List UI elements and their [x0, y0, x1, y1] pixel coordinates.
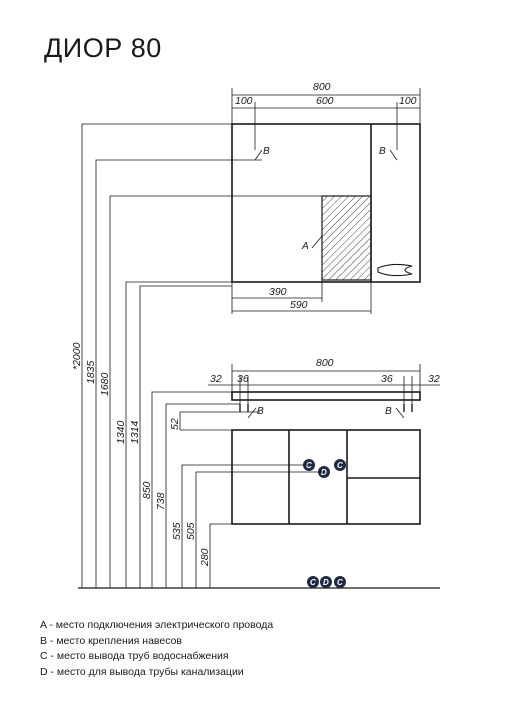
svg-text:D: D: [321, 468, 327, 477]
marker-b-vanity-right: B: [385, 406, 392, 417]
height-850-label: 850: [141, 481, 153, 499]
svg-text:C: C: [310, 578, 316, 587]
badge-c-floor-right: C: [334, 576, 346, 588]
vanity-edge-right-label: 32: [428, 373, 440, 385]
marker-b-vanity-left: B: [257, 406, 264, 417]
door-handle: [377, 263, 413, 277]
height-280-label: 280: [199, 548, 211, 567]
height-dimensions: [81, 123, 324, 588]
vanity-edge-left-label: 32: [210, 373, 222, 385]
svg-text:D: D: [323, 578, 329, 587]
mirror-cabinet: 800 100 600 100 B B A 390 590: [231, 81, 421, 314]
legend-item-d: D - место для вывода трубы канализации: [40, 665, 244, 678]
legend-item-c: C - место вывода труб водоснабжения: [40, 650, 229, 663]
svg-text:C: C: [337, 578, 343, 587]
height-1835-label: 1835: [85, 360, 97, 384]
height-1314-label: 1314: [129, 420, 141, 444]
vanity-hole-left-label: 36: [237, 373, 249, 385]
vanity-width-label: 800: [316, 357, 334, 369]
height-738-label: 738: [155, 492, 167, 510]
legend: A - место подключения электрического про…: [40, 618, 273, 680]
badge-c-body-right: C: [334, 459, 346, 471]
marker-a: A: [301, 241, 309, 252]
diagram-title: ДИОР 80: [44, 33, 162, 63]
height-52-label: 52: [169, 418, 181, 430]
marker-b-mirror-right: B: [379, 146, 386, 157]
mirror-left-margin-label: 100: [235, 95, 253, 107]
hatched-shelf: [321, 195, 372, 281]
legend-item-b: B - место крепления навесов: [40, 634, 183, 647]
svg-text:C: C: [306, 461, 312, 470]
height-1680-label: 1680: [99, 372, 111, 396]
height-535-label: 535: [171, 522, 183, 540]
mirror-center-label: 600: [316, 95, 334, 107]
height-505-label: 505: [185, 522, 197, 540]
legend-item-a: A - место подключения электрического про…: [40, 619, 274, 631]
svg-text:C: C: [337, 461, 343, 470]
vanity-hole-right-label: 36: [381, 373, 393, 385]
height-1340-label: 1340: [115, 420, 127, 444]
mirror-right-margin-label: 100: [399, 95, 417, 107]
shelf-width-2-label: 590: [290, 299, 308, 311]
mirror-width-label: 800: [313, 81, 331, 93]
badge-c-floor-left: C: [307, 576, 319, 588]
badge-d-floor: D: [320, 576, 332, 588]
shelf-width-1-label: 390: [269, 286, 287, 298]
height-total-label: *2000: [71, 342, 83, 370]
vanity-unit: 800 32 36 36 32 B B C: [208, 357, 440, 525]
marker-b-mirror-left: B: [263, 146, 270, 157]
